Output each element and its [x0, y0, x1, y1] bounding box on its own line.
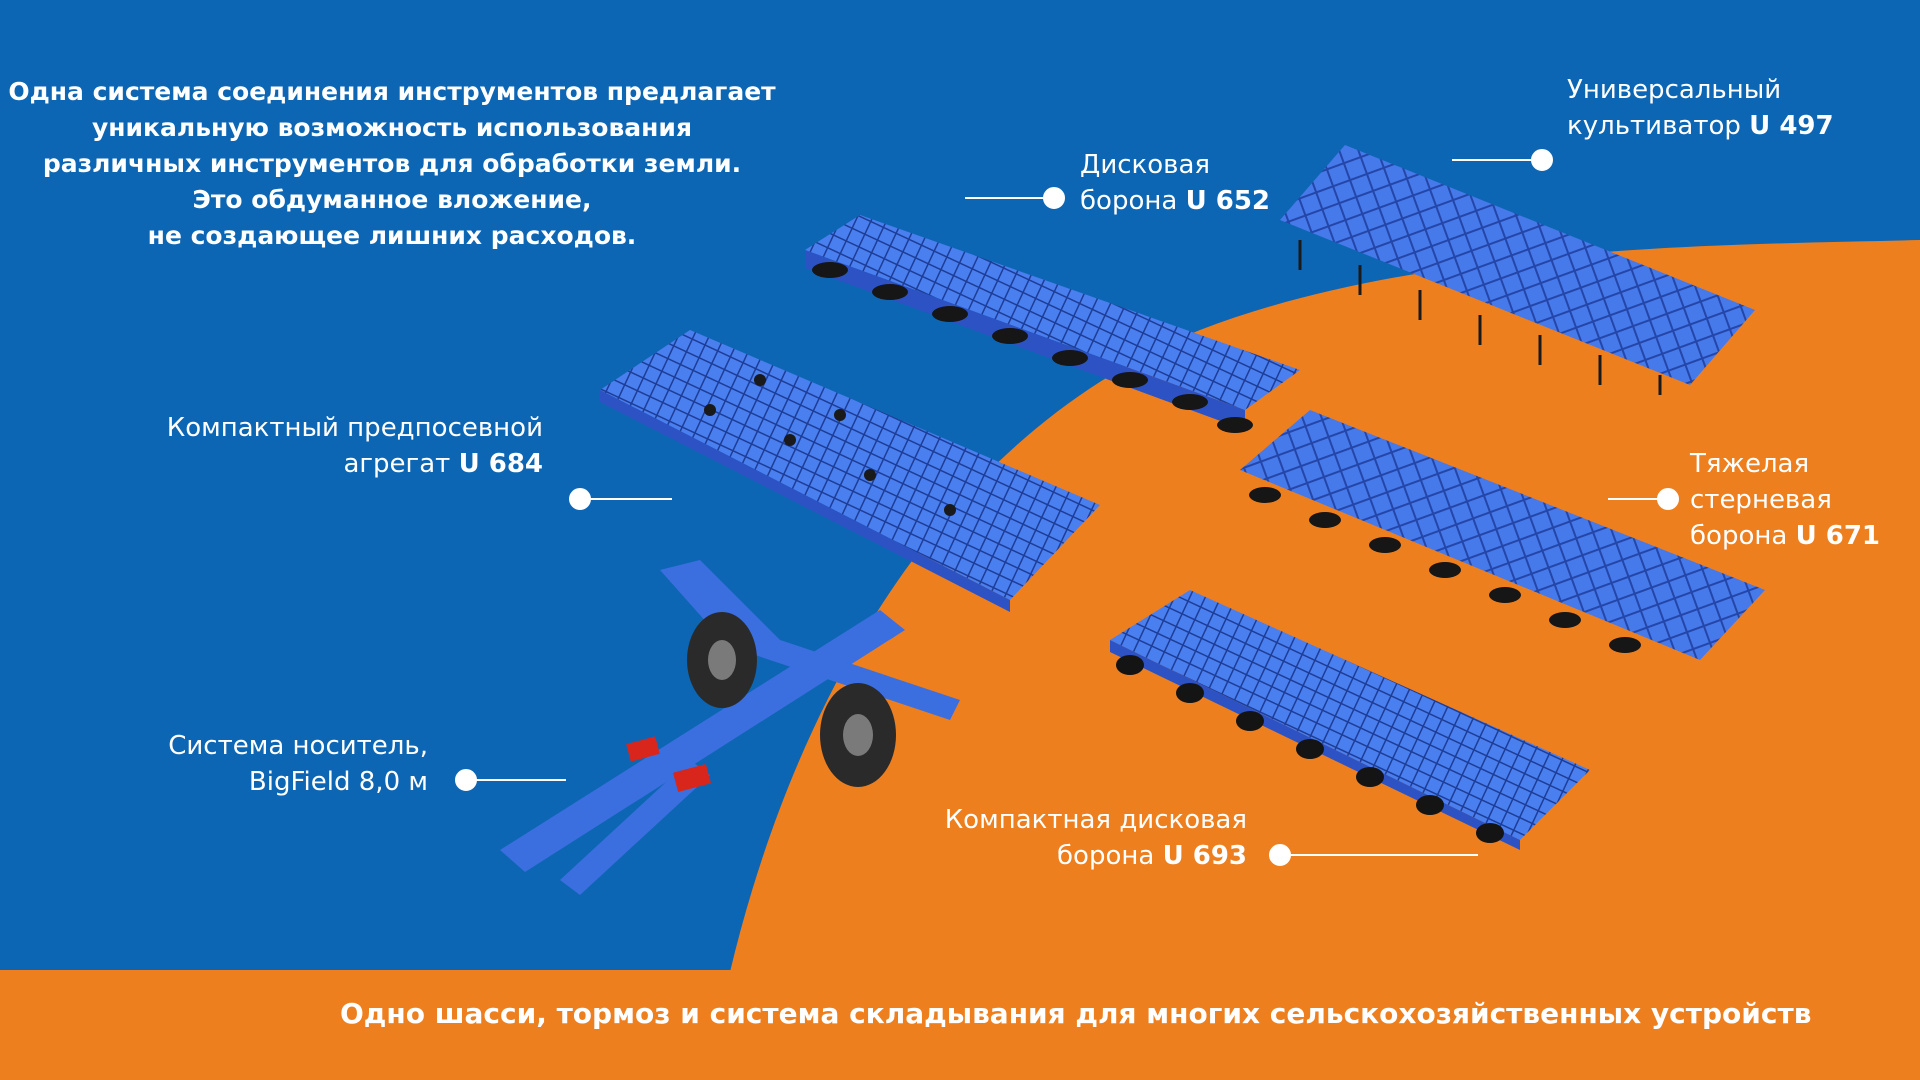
- label-u497-line-2: культиватор: [1567, 111, 1750, 141]
- intro-text: Одна система соединения инструментов пре…: [0, 74, 784, 254]
- label-bigfield: Система носитель, BigField 8,0 м: [168, 728, 428, 800]
- label-u684-line-1: Компактный предпосевной: [166, 413, 543, 443]
- label-u652-line-1: Дисковая: [1080, 150, 1211, 180]
- connector-u497: [1452, 149, 1553, 171]
- label-bigfield-line-2: BigField 8,0 м: [248, 767, 428, 797]
- label-u671-code: U 671: [1795, 521, 1880, 551]
- label-u693-line-2: борона: [1057, 841, 1163, 871]
- footer-text: Одно шасси, тормоз и система складывания…: [340, 997, 1812, 1030]
- label-u693-code: U 693: [1162, 841, 1247, 871]
- label-u684-code: U 684: [458, 449, 543, 479]
- machine-u497-image: [1280, 145, 1755, 395]
- label-u684-line-2: агрегат: [343, 449, 459, 479]
- footer-bar: [0, 970, 1920, 1080]
- machine-u652-image: [805, 215, 1300, 433]
- machine-bigfield-image: [500, 560, 960, 895]
- label-u652-line-2: борона: [1080, 186, 1186, 216]
- label-bigfield-line-1: Система носитель,: [168, 731, 428, 761]
- intro-line-2: уникальную возможность использования: [91, 113, 693, 142]
- connector-u684: [569, 488, 672, 510]
- label-u652: Дисковая борона U 652: [1080, 147, 1270, 219]
- connector-u693: [1269, 844, 1478, 866]
- label-u684: Компактный предпосевной агрегат U 684: [167, 410, 543, 482]
- machine-u671-image: [1240, 410, 1765, 660]
- intro-line-1: Одна система соединения инструментов пре…: [8, 77, 776, 106]
- label-u671-line-2: стерневая: [1690, 485, 1832, 515]
- connector-u652: [965, 187, 1065, 209]
- orange-arc: [730, 240, 1920, 972]
- label-u497-line-1: Универсальный: [1567, 75, 1782, 105]
- label-u693-line-1: Компактная дисковая: [944, 805, 1247, 835]
- label-u671-line-1: Тяжелая: [1690, 449, 1810, 479]
- label-u497: Универсальный культиватор U 497: [1567, 72, 1834, 144]
- label-u671: Тяжелая стерневая борона U 671: [1690, 446, 1880, 554]
- intro-line-3: различных инструментов для обработки зем…: [42, 149, 742, 178]
- connector-bigfield: [455, 769, 566, 791]
- label-u497-code: U 497: [1749, 111, 1834, 141]
- intro-line-4: Это обдуманное вложение,: [192, 185, 592, 214]
- label-u652-code: U 652: [1185, 186, 1270, 216]
- label-u671-line-3: борона: [1690, 521, 1796, 551]
- machine-u693-image: [1110, 590, 1590, 850]
- intro-line-5: не создающее лишних расходов.: [147, 221, 637, 250]
- label-u693: Компактная дисковая борона U 693: [945, 802, 1247, 874]
- machine-u684-image: [600, 330, 1100, 612]
- connector-u671: [1608, 488, 1679, 510]
